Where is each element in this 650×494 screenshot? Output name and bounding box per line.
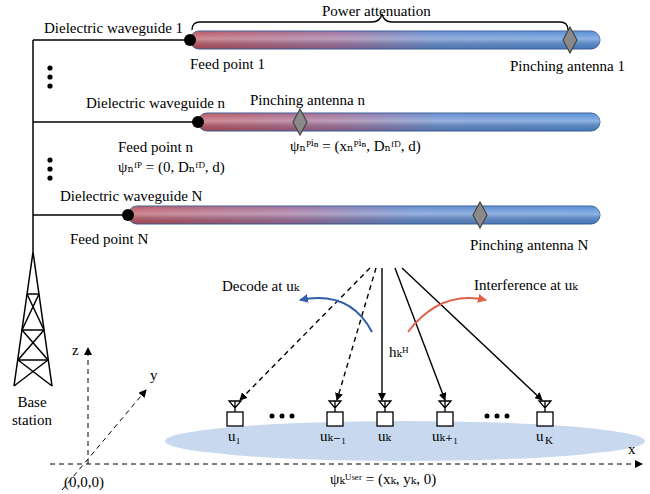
feed-point-label: Feed point 1 — [190, 55, 265, 73]
feed-point-label: Feed point n — [118, 138, 193, 156]
interference-arrow — [408, 298, 486, 332]
user-region — [165, 421, 645, 461]
waveguide-label: Dielectric waveguide N — [60, 187, 202, 205]
origin-label: (0,0,0) — [64, 473, 104, 491]
coordinate-label: ψₙᴾⁱⁿ = (xₙᴾⁱⁿ, Dₙᶠᴰ, d) — [290, 137, 421, 155]
user-device — [327, 412, 343, 426]
coordinate-label: ψₙᶠᴾ = (0, Dₙᶠᴰ, d) — [118, 158, 225, 176]
user-device — [437, 412, 453, 426]
station-label: Base station — [6, 393, 58, 429]
coordinate-label: ψₖᵁˢᵉʳ = (xₖ, yₖ, 0) — [330, 470, 436, 488]
channel-label: hₖᴴ — [389, 343, 409, 361]
decode-arrow — [300, 298, 372, 332]
axis-label: x — [628, 440, 636, 458]
antenna-label: Pinching antenna N — [470, 236, 588, 254]
user-device — [377, 412, 393, 426]
antenna-label: Pinching antenna 1 — [510, 57, 625, 75]
user-device — [227, 412, 243, 426]
user-label: u₁ — [228, 427, 241, 445]
user-label: uₖ₊₁ — [432, 427, 458, 445]
user-label: u — [536, 427, 544, 445]
user-dots — [270, 414, 510, 419]
user-antenna — [439, 401, 451, 412]
base-station-tower — [14, 252, 52, 386]
user-antennas — [227, 401, 553, 426]
waveguide-label: Dielectric waveguide n — [86, 94, 225, 112]
user-label: uₖ₋₁ — [320, 427, 346, 445]
user-antenna — [229, 401, 241, 412]
waveguide-label: Dielectric waveguide 1 — [44, 19, 183, 37]
axis-label: y — [150, 366, 158, 384]
feed-point-label: Feed point N — [70, 230, 148, 248]
annotation: Decode at uₖ — [222, 277, 299, 295]
user-antenna — [329, 401, 341, 412]
user-antenna — [539, 401, 551, 412]
user-device — [537, 412, 553, 426]
annotation: Interference at uₖ — [474, 276, 578, 294]
annotation: Power attenuation — [322, 2, 431, 20]
ellipsis-dots — [47, 65, 52, 180]
user-label: uₖ — [378, 427, 391, 445]
axes — [50, 348, 642, 490]
pinching-antennas — [293, 27, 577, 228]
antenna-label: Pinching antenna n — [250, 91, 365, 109]
axis-label: z — [72, 341, 79, 359]
user-label-subscript: K — [545, 434, 553, 447]
user-antenna — [379, 401, 391, 412]
